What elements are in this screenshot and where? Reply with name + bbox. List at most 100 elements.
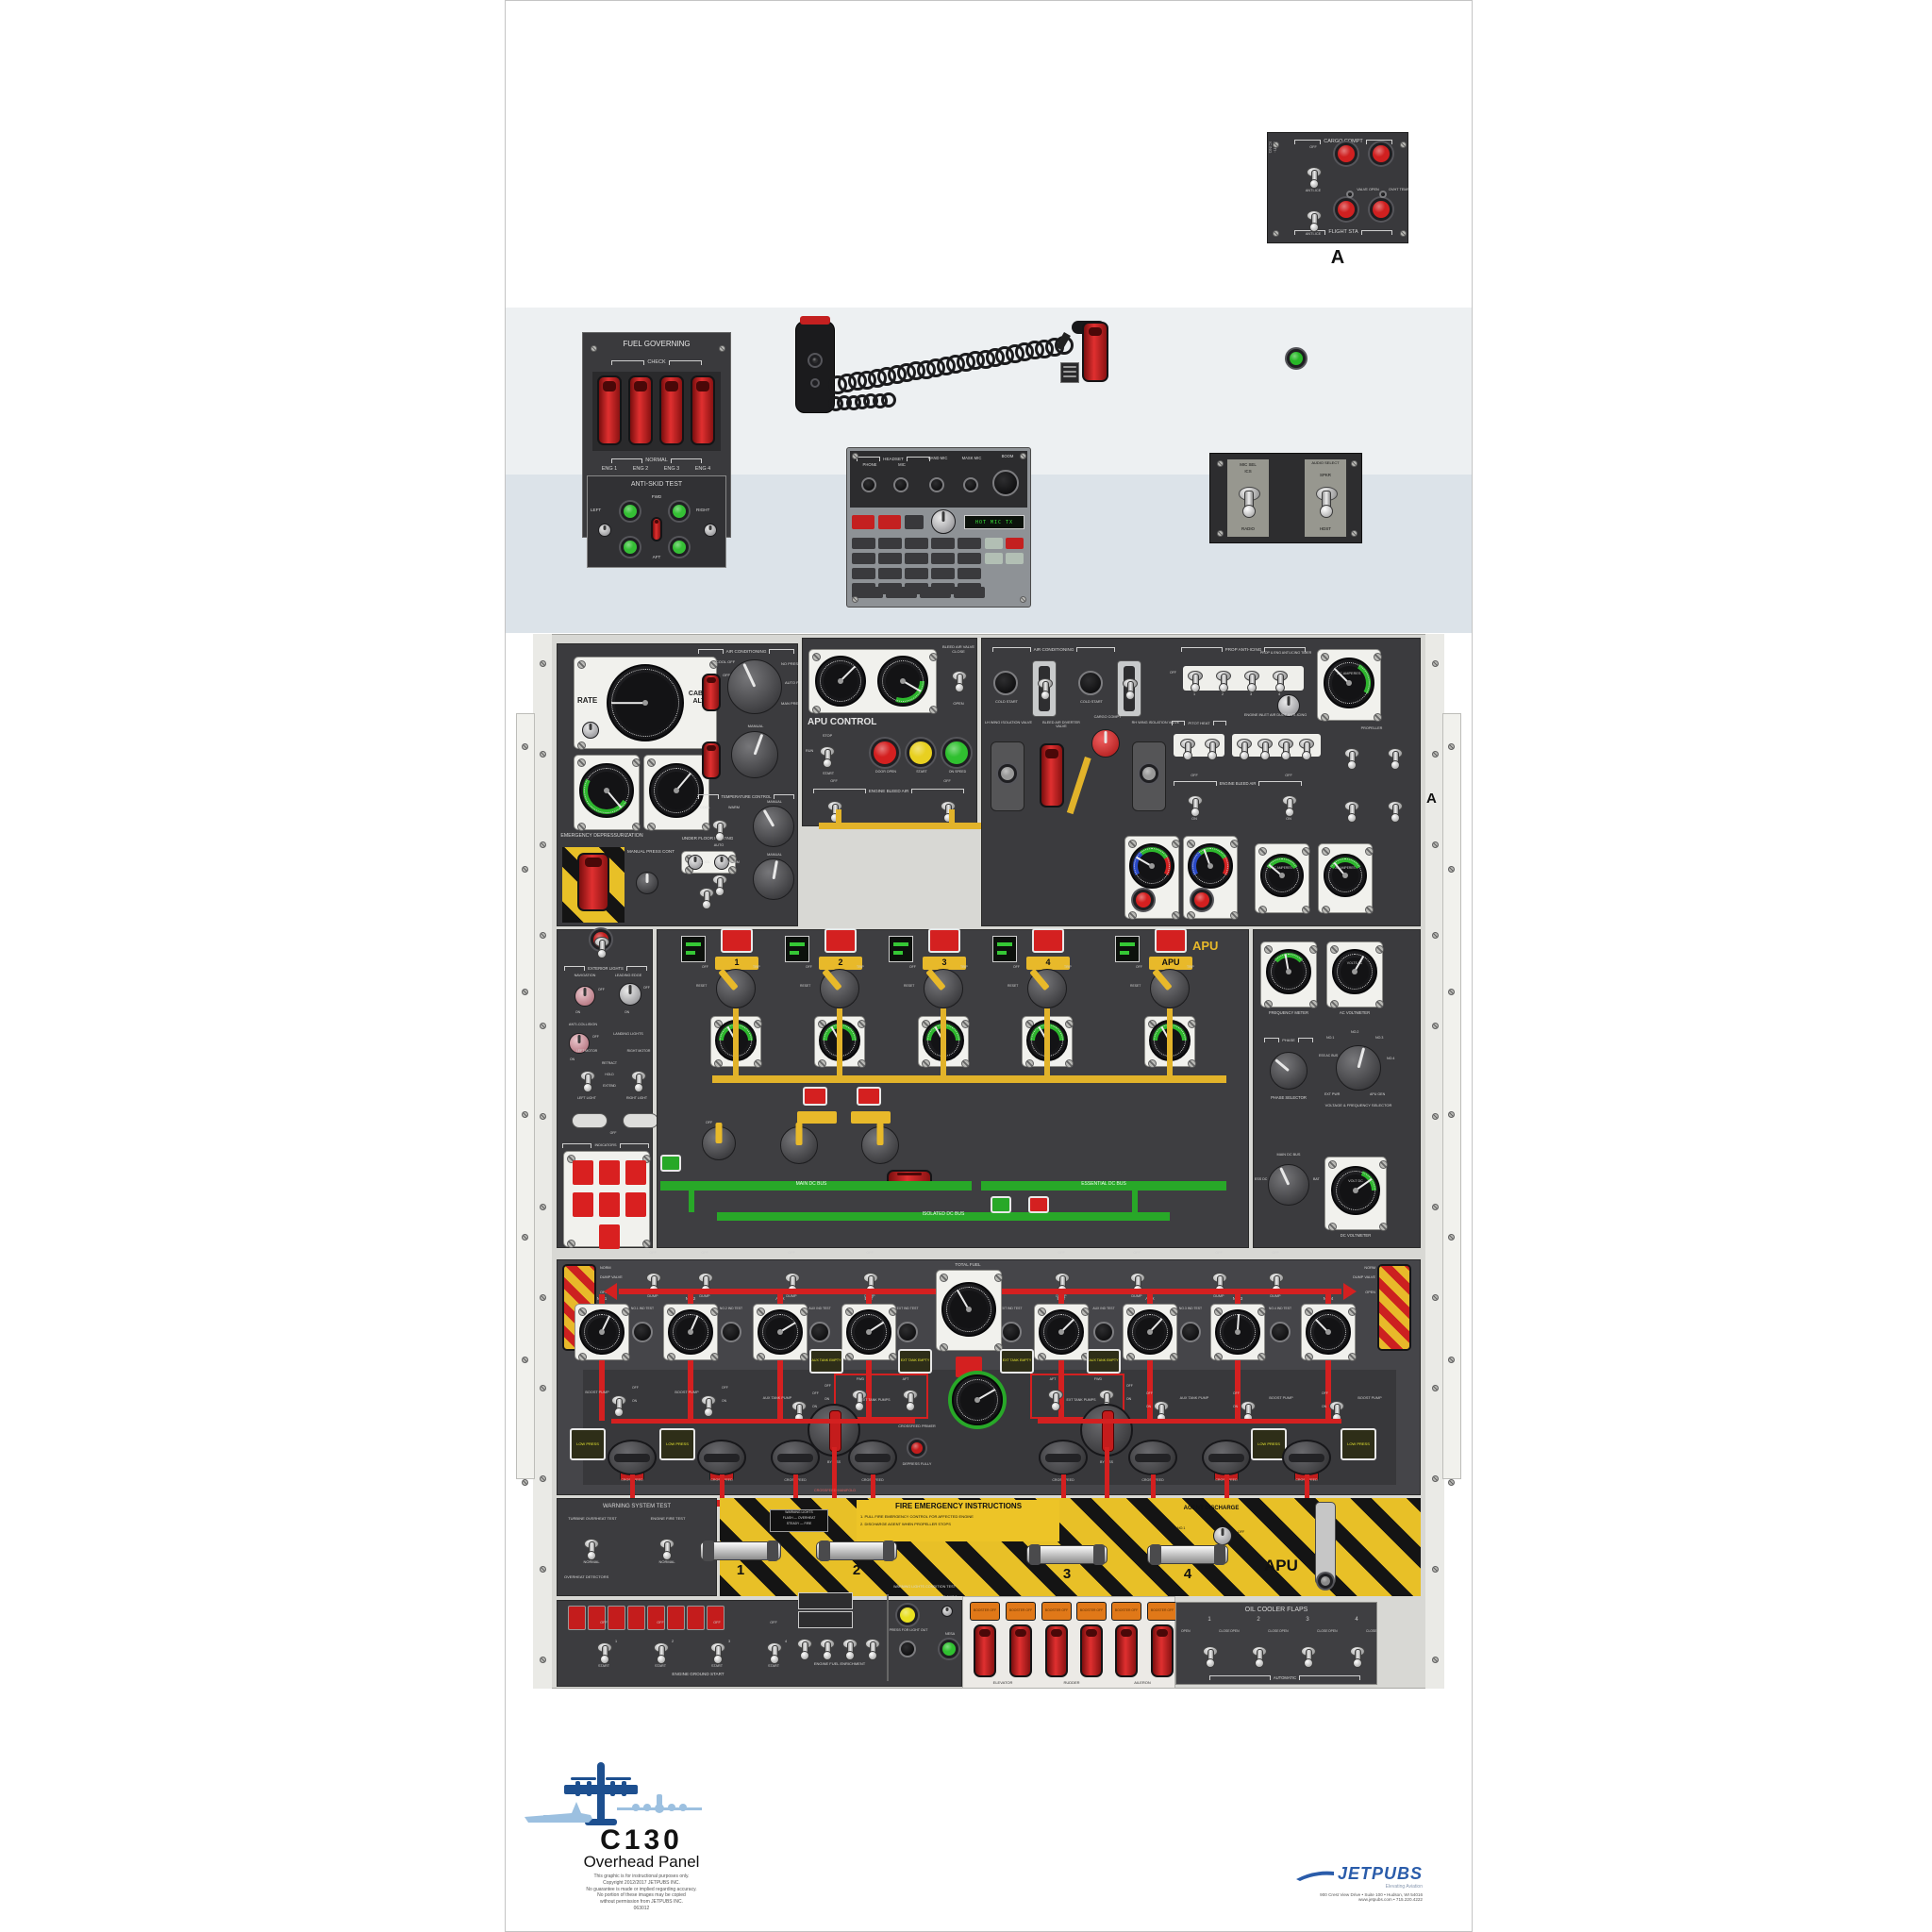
prop-anti-ice-switch-3[interactable] <box>1244 658 1259 692</box>
generator-1-control-switch[interactable] <box>716 968 756 1008</box>
anti-collision-knob[interactable] <box>569 1033 590 1054</box>
dump-switch-3[interactable] <box>1212 1259 1227 1294</box>
underfloor-knob[interactable] <box>688 855 703 870</box>
tank-aux-left-ind-test-button[interactable] <box>809 1322 830 1342</box>
generator-4-control-switch[interactable] <box>1027 968 1067 1008</box>
dump-switch-ext-l[interactable] <box>863 1259 878 1294</box>
bus-tie-switch[interactable] <box>861 1123 899 1164</box>
mic-sel-switch[interactable] <box>1238 467 1260 518</box>
apu-fire-handle[interactable] <box>1315 1502 1336 1585</box>
temp-selector-flt[interactable] <box>753 806 794 847</box>
fuel-enrich-switch-1[interactable] <box>797 1625 812 1660</box>
fire-handle-2[interactable] <box>816 1541 897 1561</box>
tank-no2-ind-test-button[interactable] <box>721 1322 741 1342</box>
hand-mic-jack[interactable] <box>929 477 944 492</box>
tank-ext-left-ind-test-button[interactable] <box>897 1322 918 1342</box>
overhead-light-switch[interactable] <box>594 924 609 958</box>
boost-pump-2[interactable] <box>701 1382 716 1417</box>
phone-jack[interactable] <box>861 477 876 492</box>
propeller-switch-4[interactable] <box>1388 788 1403 823</box>
generator-apu-control-switch[interactable] <box>1150 968 1190 1008</box>
crossfeed-valve-2[interactable] <box>697 1440 746 1475</box>
audio-keys[interactable] <box>852 553 875 564</box>
pitot-heat-switch-2[interactable] <box>1205 725 1220 760</box>
left-landing-light-motor[interactable] <box>580 1058 595 1092</box>
audio-keys-bottom[interactable] <box>852 587 883 598</box>
ext-tank-pump-fwd-left[interactable] <box>852 1376 867 1411</box>
underfloor-knob[interactable] <box>714 855 729 870</box>
fuel-enrich-switch-4[interactable] <box>865 1625 880 1660</box>
bleed-air-switch-4[interactable] <box>1282 782 1297 817</box>
prop-anti-ice-switch-1[interactable] <box>1188 658 1203 692</box>
tank-no4-ind-test-button[interactable] <box>1270 1322 1291 1342</box>
duct-anti-ice-switch-4[interactable] <box>1299 725 1314 760</box>
volume-knob[interactable] <box>931 509 956 534</box>
dump-switch-ext-r[interactable] <box>1055 1259 1070 1294</box>
fuel-gov-switch-3[interactable] <box>659 375 684 445</box>
fuel-gov-switch-4[interactable] <box>691 375 715 445</box>
audio-keys[interactable] <box>931 568 955 579</box>
dump-switch-1[interactable] <box>646 1259 661 1294</box>
apu-bleed-valve-switch[interactable] <box>952 658 967 692</box>
dump-valve-handle-right[interactable] <box>1377 1264 1411 1351</box>
propeller-switch-1[interactable] <box>1344 735 1359 770</box>
mic-jack[interactable] <box>893 477 908 492</box>
crossfeed-valve-1[interactable] <box>608 1440 657 1475</box>
crossfeed-valve-ext-r[interactable] <box>1039 1440 1088 1475</box>
audio-keys-pale[interactable] <box>1006 553 1024 564</box>
crossfeed-valve-ext-l[interactable] <box>848 1440 897 1475</box>
crossfeed-valve-aux-r[interactable] <box>1128 1440 1177 1475</box>
cold-start-button[interactable] <box>993 671 1018 695</box>
ground-start-switch-1[interactable] <box>597 1629 612 1664</box>
turbine-overheat-test-switch[interactable] <box>584 1525 599 1560</box>
phase-selector-knob[interactable] <box>1270 1052 1307 1090</box>
valve-open-knob[interactable] <box>1346 191 1354 198</box>
audio-keys-bottom[interactable] <box>886 587 917 598</box>
duct-anti-ice-switch-3[interactable] <box>1278 725 1293 760</box>
audio-keys[interactable] <box>931 553 955 564</box>
fuel-enrich-switch-3[interactable] <box>842 1625 858 1660</box>
generator-3-control-switch[interactable] <box>924 968 963 1008</box>
oil-cooler-switch-1[interactable] <box>1203 1633 1218 1668</box>
elevator-booster-1-lever[interactable] <box>974 1624 996 1677</box>
engine-fire-test-switch[interactable] <box>659 1525 675 1560</box>
ovht-temp-knob[interactable] <box>1379 191 1387 198</box>
audio-keys[interactable] <box>905 568 928 579</box>
divider-valve-switch[interactable] <box>1038 665 1053 700</box>
dump-switch-aux-r[interactable] <box>1130 1259 1145 1294</box>
temp-selector-cargo[interactable] <box>753 858 794 900</box>
temp-control-switch-flt[interactable] <box>712 807 727 841</box>
audio-keys[interactable] <box>905 553 928 564</box>
cargo-anti-ice-switch[interactable] <box>1307 154 1322 189</box>
crossfeed-valve-4[interactable] <box>1282 1440 1331 1475</box>
audio-key-red[interactable] <box>878 515 901 529</box>
fuel-gov-switch-2[interactable] <box>628 375 653 445</box>
boom-connector[interactable] <box>992 470 1019 496</box>
prop-anti-ice-switch-4[interactable] <box>1273 658 1288 692</box>
cargo-compt-knob[interactable] <box>1091 729 1120 758</box>
mic-ptt-button[interactable] <box>809 355 821 366</box>
ground-start-switch-2[interactable] <box>654 1629 669 1664</box>
fuel-enrich-switch-2[interactable] <box>820 1625 835 1660</box>
ground-start-switch-4[interactable] <box>767 1629 782 1664</box>
pitot-heat-switch-1[interactable] <box>1180 725 1195 760</box>
dc-voltmeter-selector[interactable] <box>1268 1164 1309 1206</box>
ext-tank-pump-aft-left[interactable] <box>903 1376 918 1411</box>
agent-discharge-switch[interactable] <box>1213 1526 1232 1545</box>
audio-keys-pale[interactable] <box>1006 538 1024 549</box>
cabin-alt-set-knob[interactable] <box>582 722 599 739</box>
left-light-switch[interactable] <box>572 1113 608 1128</box>
flight-anti-ice-switch[interactable] <box>1307 197 1322 232</box>
audio-keys[interactable] <box>958 538 981 549</box>
audio-keys[interactable] <box>852 568 875 579</box>
audio-key-red[interactable] <box>852 515 874 529</box>
ext-tank-pump-aft-right[interactable] <box>1048 1376 1063 1411</box>
apu-run-switch[interactable] <box>820 733 835 768</box>
audio-key[interactable] <box>905 515 924 529</box>
fire-handle-3[interactable] <box>1026 1544 1108 1565</box>
fuel-gov-switch-1[interactable] <box>597 375 622 445</box>
anti-skid-test-switch[interactable] <box>651 517 662 541</box>
condition-test-knob[interactable] <box>941 1606 953 1617</box>
audio-keys[interactable] <box>878 553 902 564</box>
audio-keys[interactable] <box>878 538 902 549</box>
